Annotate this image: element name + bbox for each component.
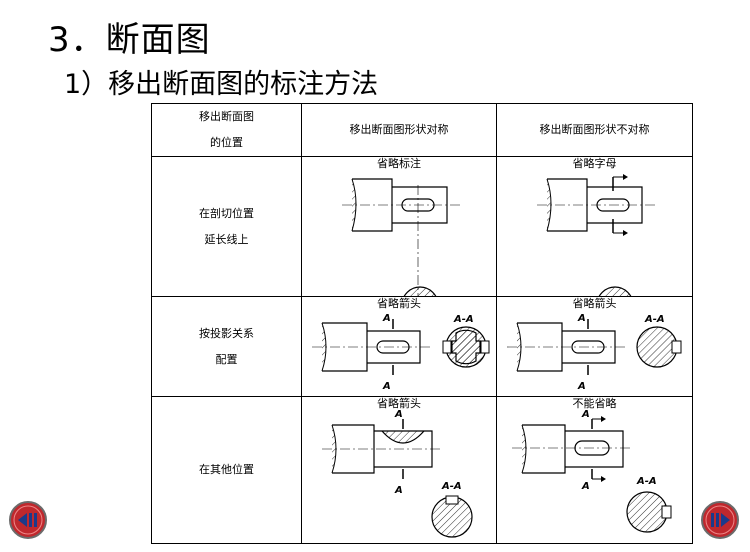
shaft-drawing: A A A-A: [512, 409, 672, 533]
row-label: 在其他位置: [151, 396, 302, 544]
caption: 省略箭头: [572, 297, 617, 310]
section-letter-top: A: [394, 409, 403, 420]
shaft-drawing: A A A-A: [312, 313, 490, 392]
shaft-drawing: A A A-A: [322, 409, 473, 538]
caption: 省略箭头: [377, 397, 421, 410]
caption: 省略字母: [572, 157, 617, 170]
shaft-drawing: A A A-A: [507, 313, 682, 392]
section-title: A-A: [441, 481, 462, 492]
next-slide-button[interactable]: [700, 500, 740, 540]
next-slide-icon: [701, 501, 739, 539]
section-title: A-A: [644, 314, 665, 325]
cell-symmetric: 省略标注: [301, 156, 497, 297]
prev-slide-icon: [9, 501, 47, 539]
shaft-drawing: [342, 178, 462, 296]
slide-title: 3．断面图: [48, 20, 211, 60]
caption: 不能省略: [572, 397, 617, 410]
header-symmetric: 移出断面图形状对称: [301, 103, 497, 157]
header-position-line1: 移出断面图: [199, 110, 254, 123]
annotation-table: 移出断面图 的位置 移出断面图形状对称 移出断面图形状不对称 在剖切位置 延长线…: [151, 103, 693, 544]
slide-subtitle: 1）移出断面图的标注方法: [64, 69, 379, 100]
section-letter-top: A: [382, 313, 391, 324]
row-label-line2: 延长线上: [204, 232, 249, 246]
caption: 省略箭头: [377, 297, 421, 310]
table-row: 在其他位置 省略箭头 A A A-A: [151, 396, 693, 544]
row-label-line2: 配置: [215, 352, 238, 366]
section-letter-bottom: A: [577, 381, 586, 392]
prev-slide-button[interactable]: [8, 500, 48, 540]
section-title: A-A: [636, 476, 657, 487]
cell-asymmetric: 省略字母: [496, 156, 693, 297]
table-header-row: 移出断面图 的位置 移出断面图形状对称 移出断面图形状不对称: [151, 103, 693, 157]
header-position-line2: 的位置: [210, 136, 243, 149]
row-label-line1: 在其他位置: [199, 463, 254, 476]
row-label-line1: 按投影关系: [199, 326, 254, 340]
header-asymmetric: 移出断面图形状不对称: [496, 103, 693, 157]
row-label: 在剖切位置 延长线上: [151, 156, 302, 297]
row-label-line1: 在剖切位置: [199, 206, 254, 220]
section-letter-bottom: A: [382, 381, 391, 392]
section-letter-bottom: A: [394, 485, 403, 496]
cell-symmetric: 省略箭头 A A A-A: [301, 396, 497, 544]
cell-asymmetric: 省略箭头 A A A-A: [496, 296, 693, 397]
table-row: 在剖切位置 延长线上 省略标注 省略字母: [151, 156, 693, 297]
header-position: 移出断面图 的位置: [151, 103, 302, 157]
caption: 省略标注: [377, 157, 421, 170]
cell-symmetric: 省略箭头 A A A-A: [301, 296, 497, 397]
row-label: 按投影关系 配置: [151, 296, 302, 397]
section-letter-top: A: [581, 409, 590, 420]
section-letter-bottom: A: [581, 481, 590, 492]
section-letter-top: A: [577, 313, 586, 324]
shaft-drawing: [537, 174, 657, 296]
section-title: A-A: [453, 314, 474, 325]
cell-asymmetric: 不能省略 A A A-A: [496, 396, 693, 544]
table-row: 按投影关系 配置 省略箭头 A A A-A: [151, 296, 693, 397]
